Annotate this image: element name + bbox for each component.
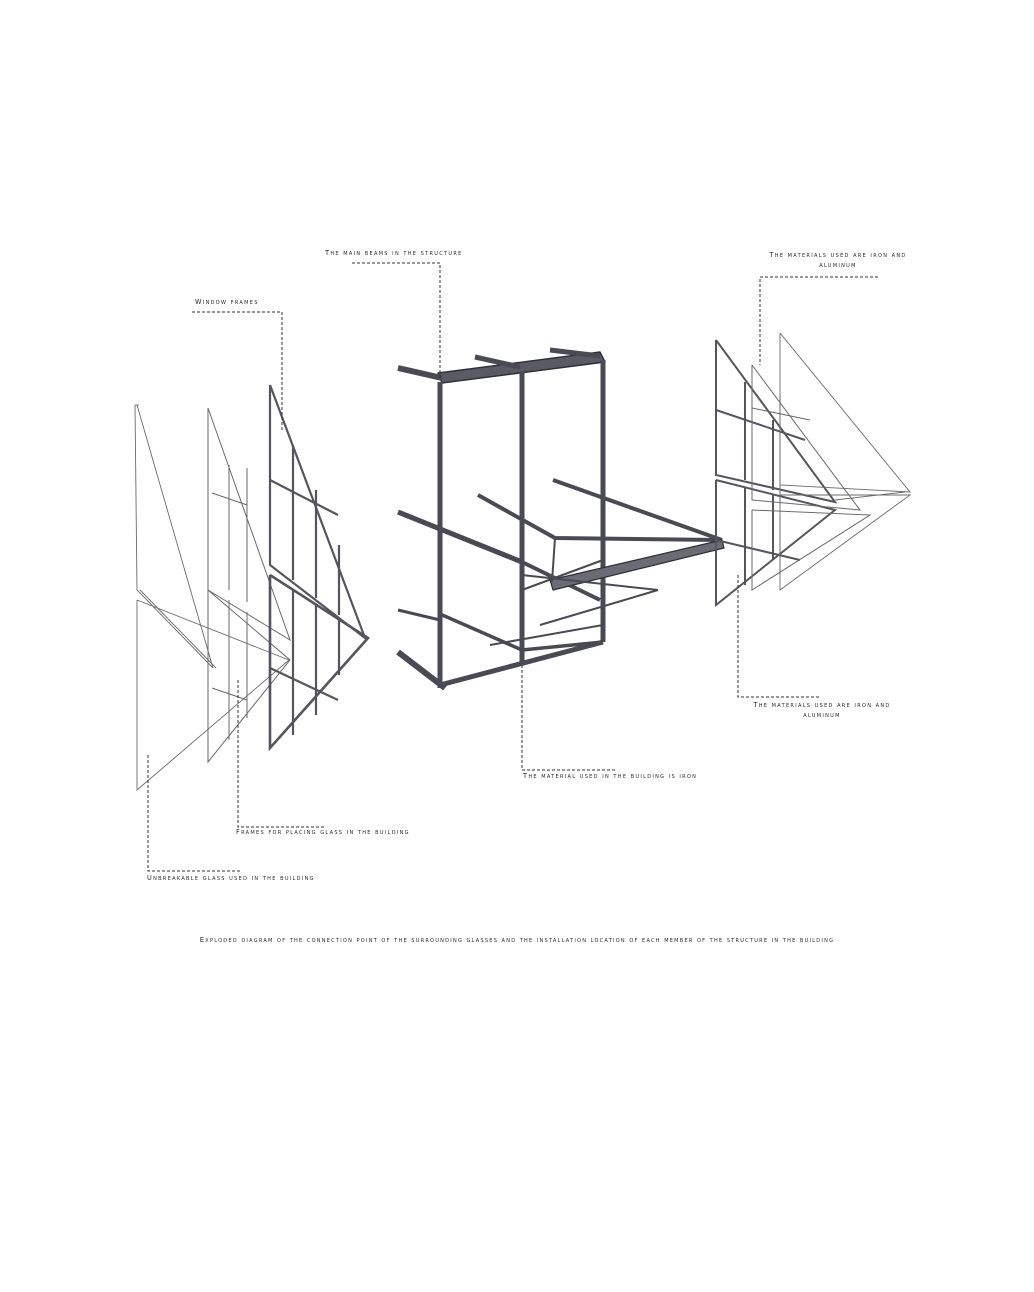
leader-materials-bottom (737, 575, 820, 698)
leader-glass-frames (237, 680, 326, 828)
leader-main-beams (352, 262, 441, 378)
diagram-caption: Exploded diagram of the connection point… (199, 936, 835, 944)
window-frames-panel (268, 384, 370, 752)
right-unbreakable-glass-panel (779, 332, 912, 591)
leader-materials-top (759, 276, 878, 365)
label-materials-top: The materials used are iron and aluminum (742, 251, 934, 271)
label-materials-bottom: The materials used are iron and aluminum (726, 701, 918, 721)
label-materials-top-line1: The materials used are iron and (769, 251, 907, 259)
label-materials-bottom-line2: aluminum (803, 710, 841, 719)
glass-frames-panel (207, 407, 291, 764)
leader-lines (147, 262, 878, 872)
leader-material-iron (521, 665, 615, 771)
leader-unbreakable-glass (147, 755, 240, 872)
unbreakable-glass-panel (134, 404, 290, 791)
iron-structure (396, 347, 725, 691)
right-window-frames-panel (715, 339, 838, 608)
label-glass-frames: Frames for placing glass in the building (236, 828, 410, 836)
label-materials-bottom-line1: The materials used are iron and (753, 701, 891, 709)
label-material-iron: The material used in the building is iro… (523, 772, 698, 780)
leader-window-frames (192, 311, 283, 432)
label-unbreakable-glass: Unbreakable glass used in the building (147, 874, 315, 882)
label-materials-top-line2: aluminum (819, 260, 857, 269)
label-main-beams: The main beams in the structure (325, 249, 463, 257)
right-glass-frames-panel (751, 364, 872, 591)
label-window-frames: Window frames (195, 298, 259, 306)
